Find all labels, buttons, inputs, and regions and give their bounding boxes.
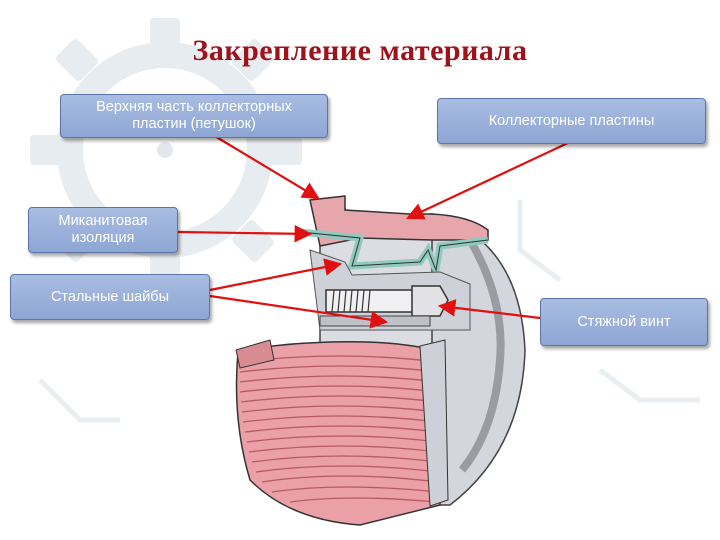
- callout-washers-label: Стальные шайбы: [50, 288, 170, 305]
- circuit-lines-icon: [38, 200, 700, 423]
- callout-screw: Стяжной винт: [540, 298, 708, 346]
- page-title: Закрепление материала: [192, 34, 528, 67]
- arrow-plates: [406, 141, 571, 220]
- callout-arrows: [177, 131, 571, 329]
- arrow-washer-1: [209, 258, 343, 292]
- callout-plates: Коллекторные пластины: [437, 98, 706, 144]
- arrow-washer-2: [209, 294, 389, 329]
- callout-top-part-label: Верхняя часть коллекторных пластин (пету…: [96, 99, 292, 132]
- callout-top-part: Верхняя часть коллекторных пластин (пету…: [60, 94, 328, 138]
- gear-hub-icon: [157, 142, 173, 158]
- callout-screw-label: Стяжной винт: [577, 313, 671, 330]
- callout-mica-label: Миканитовая изоляция: [58, 213, 148, 246]
- arrow-top-part: [207, 131, 320, 200]
- arrow-screw: [437, 299, 541, 320]
- callout-plates-label: Коллекторные пластины: [488, 112, 655, 129]
- callout-mica: Миканитовая изоляция: [28, 207, 178, 253]
- callout-washers: Стальные шайбы: [10, 274, 210, 320]
- commutator-body: [235, 195, 526, 526]
- arrow-mica: [177, 224, 313, 243]
